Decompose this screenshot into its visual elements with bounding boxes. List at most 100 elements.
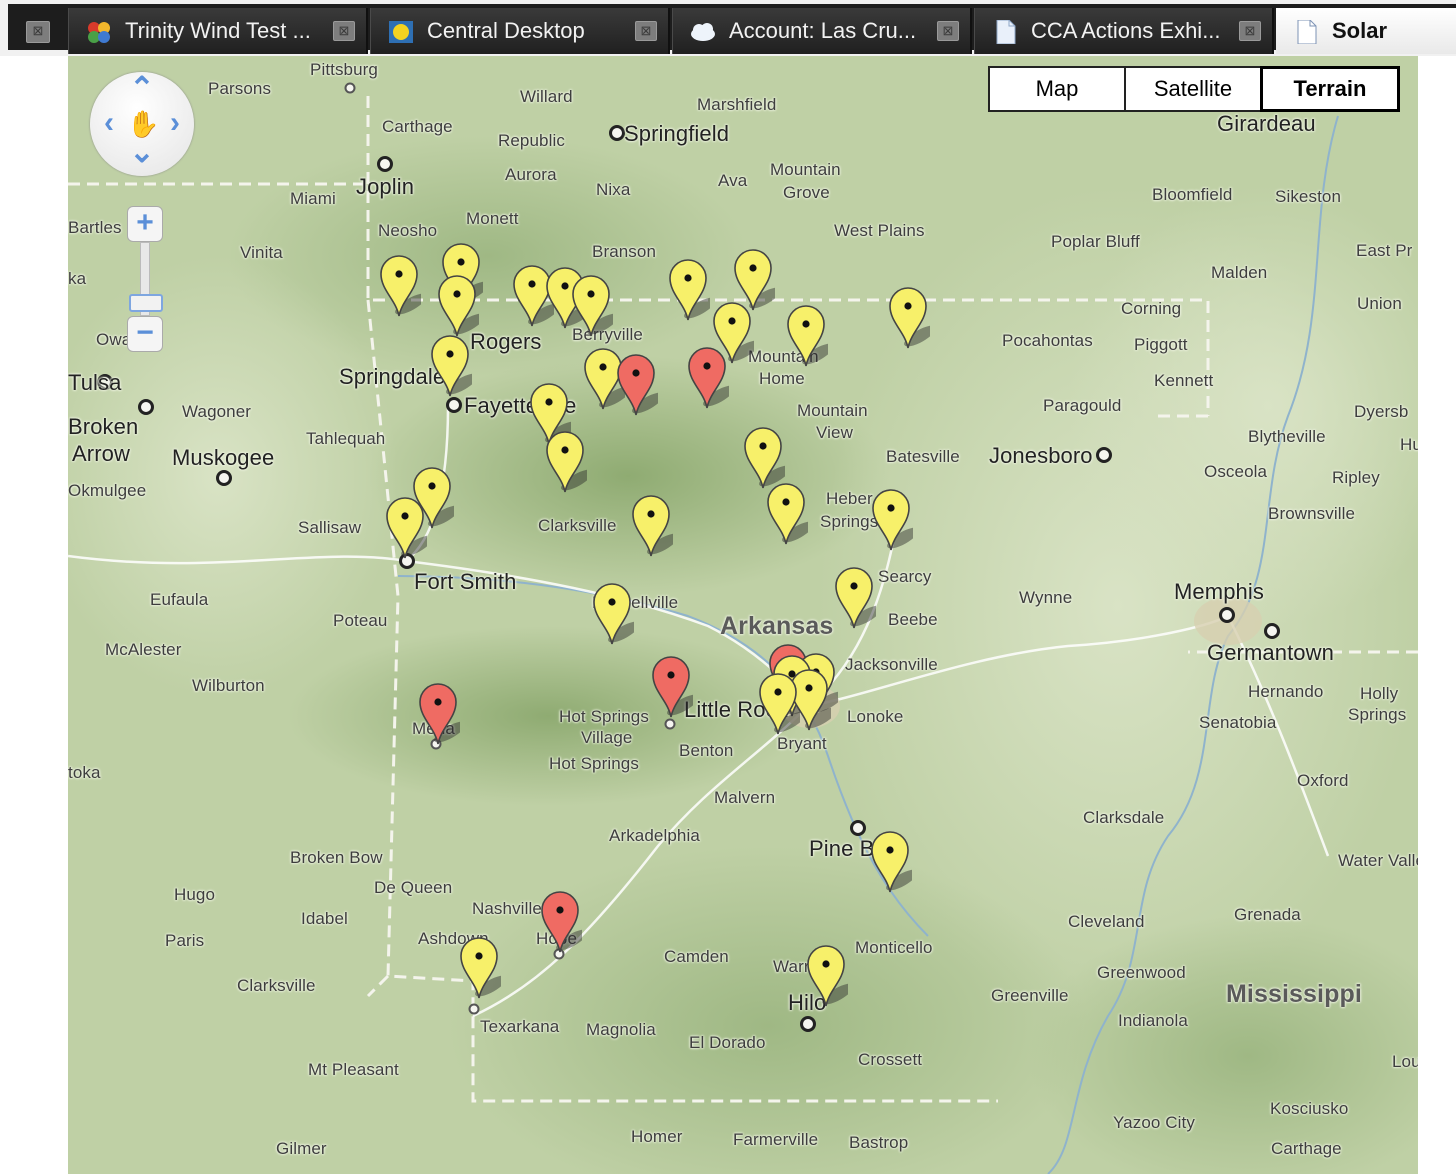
place-label: Oxford: [1297, 771, 1349, 790]
solar-site-marker[interactable]: [435, 270, 479, 338]
close-icon[interactable]: ⊠: [1239, 21, 1261, 41]
close-icon[interactable]: ⊠: [333, 21, 355, 41]
solar-site-marker[interactable]: [428, 330, 472, 398]
pan-up-icon[interactable]: ⌃: [129, 72, 155, 105]
tab-cca-actions[interactable]: CCA Actions Exhi... ⊠: [974, 8, 1274, 54]
map-type-terrain-button[interactable]: Terrain: [1260, 66, 1400, 112]
place-label: Bryant: [777, 734, 827, 753]
close-icon[interactable]: ⊠: [937, 21, 959, 41]
solar-site-marker[interactable]: [510, 260, 554, 328]
place-label: Muskogee: [172, 445, 275, 470]
map-type-control: Map Satellite Terrain: [988, 66, 1400, 112]
solar-site-marker-red[interactable]: [649, 651, 693, 719]
place-label: Clarksville: [237, 976, 316, 995]
place-label: Neosho: [378, 221, 438, 240]
place-label: Corning: [1121, 299, 1182, 318]
tab-label: Central Desktop: [427, 18, 585, 43]
place-label: Willard: [520, 87, 573, 106]
place-label: Carthage: [382, 117, 453, 136]
solar-site-marker[interactable]: [569, 270, 613, 338]
tab-solar[interactable]: Solar: [1276, 8, 1456, 54]
tab-account-las-cruces[interactable]: Account: Las Cru... ⊠: [672, 8, 972, 54]
map-type-satellite-button[interactable]: Satellite: [1124, 66, 1262, 112]
hand-icon[interactable]: ✋: [127, 109, 160, 139]
document-icon: [996, 20, 1016, 44]
place-label: Jonesboro: [989, 443, 1093, 468]
solar-site-marker[interactable]: [784, 300, 828, 368]
place-label: Osceola: [1204, 462, 1268, 481]
place-label: Aurora: [505, 165, 557, 184]
solar-site-marker[interactable]: [457, 932, 501, 1000]
place-label: Batesville: [886, 447, 960, 466]
solar-site-marker[interactable]: [377, 250, 421, 318]
solar-site-marker[interactable]: [666, 254, 710, 322]
place-label: Hot Springs: [549, 754, 639, 773]
place-label: Kosciusko: [1270, 1099, 1349, 1118]
solar-site-marker[interactable]: [543, 426, 587, 494]
solar-site-marker-red[interactable]: [614, 349, 658, 417]
solar-site-marker[interactable]: [832, 562, 876, 630]
zoom-out-button[interactable]: −: [127, 316, 163, 352]
solar-site-marker[interactable]: [629, 490, 673, 558]
place-label: Vinita: [240, 243, 283, 262]
city-dot: [1219, 607, 1235, 623]
solar-site-marker[interactable]: [383, 492, 427, 560]
place-label: Poplar Bluff: [1051, 232, 1140, 251]
place-label: Miami: [290, 189, 336, 208]
solar-site-marker[interactable]: [787, 664, 831, 732]
tab-trinity-wind-test[interactable]: Trinity Wind Test ... ⊠: [68, 8, 368, 54]
place-label: Farmerville: [733, 1130, 819, 1149]
place-label: Jacksonville: [845, 655, 938, 674]
zoom-in-button[interactable]: +: [127, 206, 163, 242]
solar-site-marker-red[interactable]: [416, 678, 460, 746]
place-label: Nixa: [596, 180, 631, 199]
solar-site-marker[interactable]: [886, 282, 930, 350]
map-viewport[interactable]: Pittsburg Parsons Willard Marshfield Car…: [68, 56, 1418, 1174]
place-label: Grenada: [1234, 905, 1301, 924]
close-icon[interactable]: ⊠: [26, 21, 50, 43]
place-label: Searcy: [878, 567, 932, 586]
solar-site-marker[interactable]: [710, 297, 754, 365]
place-label: Beebe: [888, 610, 938, 629]
city-dot: [399, 553, 415, 569]
place-label: West Plains: [834, 221, 925, 240]
city-dot: [609, 125, 625, 141]
cloud-icon: [691, 23, 715, 41]
tab-label: Trinity Wind Test ...: [125, 18, 311, 43]
place-label: Blytheville: [1248, 427, 1326, 446]
place-label: Hugo: [174, 885, 216, 904]
zoom-slider-track[interactable]: [140, 242, 150, 316]
city-dot: [1096, 447, 1112, 463]
city-dot: [216, 470, 232, 486]
zoom-slider-thumb[interactable]: [129, 294, 163, 312]
solar-site-marker[interactable]: [731, 244, 775, 312]
solar-site-marker[interactable]: [741, 422, 785, 490]
place-label: Germantown: [1207, 640, 1334, 665]
pan-right-icon[interactable]: ›: [170, 106, 180, 139]
map-type-map-button[interactable]: Map: [988, 66, 1126, 112]
place-label: Mountain: [770, 160, 841, 179]
place-label: Ripley: [1332, 468, 1380, 487]
solar-site-marker[interactable]: [756, 668, 800, 736]
solar-site-marker[interactable]: [590, 578, 634, 646]
solar-site-marker[interactable]: [581, 343, 625, 411]
city-dot: [377, 156, 393, 172]
place-label: Magnolia: [586, 1020, 656, 1039]
place-label: Senatobia: [1199, 713, 1277, 732]
place-label: Springdale: [339, 364, 446, 389]
solar-site-marker[interactable]: [764, 478, 808, 546]
solar-site-marker[interactable]: [410, 462, 454, 530]
place-label: Eufaula: [150, 590, 209, 609]
solar-site-marker-red[interactable]: [685, 342, 729, 410]
solar-site-marker-red[interactable]: [538, 886, 582, 954]
solar-site-marker[interactable]: [868, 826, 912, 894]
solar-site-marker[interactable]: [869, 484, 913, 552]
place-label: Greenwood: [1097, 963, 1186, 982]
close-icon[interactable]: ⊠: [635, 21, 657, 41]
solar-site-marker[interactable]: [804, 940, 848, 1008]
tab-central-desktop[interactable]: Central Desktop ⊠: [370, 8, 670, 54]
pan-down-icon[interactable]: ⌄: [129, 136, 155, 169]
pan-left-icon[interactable]: ‹: [104, 106, 114, 139]
place-label: Grove: [783, 183, 830, 202]
place-label: Republic: [498, 131, 565, 150]
